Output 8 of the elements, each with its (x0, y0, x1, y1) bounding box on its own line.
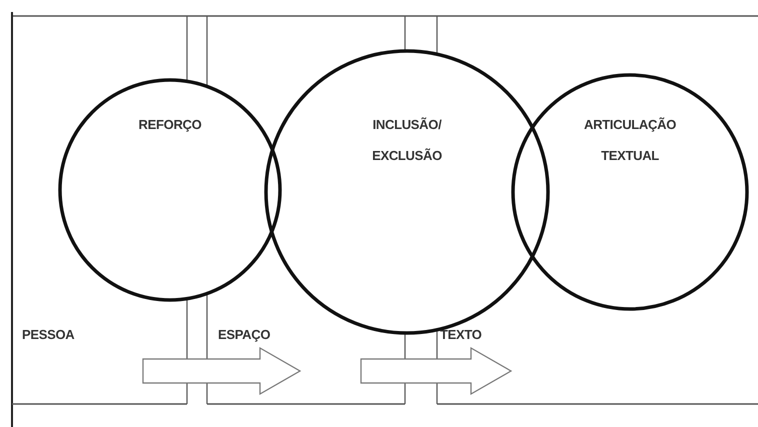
circle (58, 78, 282, 302)
circle-label: INCLUSÃO/ EXCLUSÃO (371, 116, 443, 165)
circle (511, 73, 749, 311)
column-label: ESPAÇO (218, 327, 270, 342)
column-label: TEXTO (440, 327, 482, 342)
circle-label: ARTICULAÇÃO TEXTUAL (582, 116, 678, 165)
circle-label: REFORÇO (138, 116, 202, 134)
column-label: PESSOA (22, 327, 74, 342)
